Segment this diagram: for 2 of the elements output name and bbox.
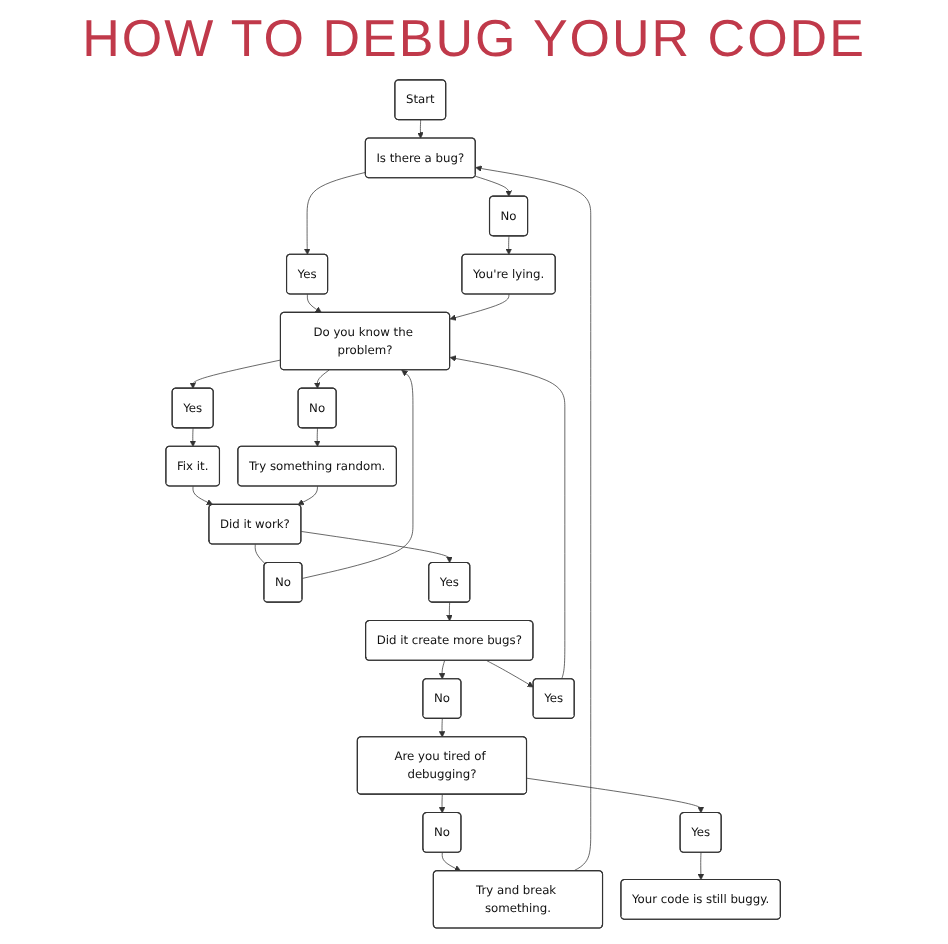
diagram-title: HOW TO DEBUG YOUR CODE [80, 8, 868, 70]
connector [255, 544, 267, 565]
